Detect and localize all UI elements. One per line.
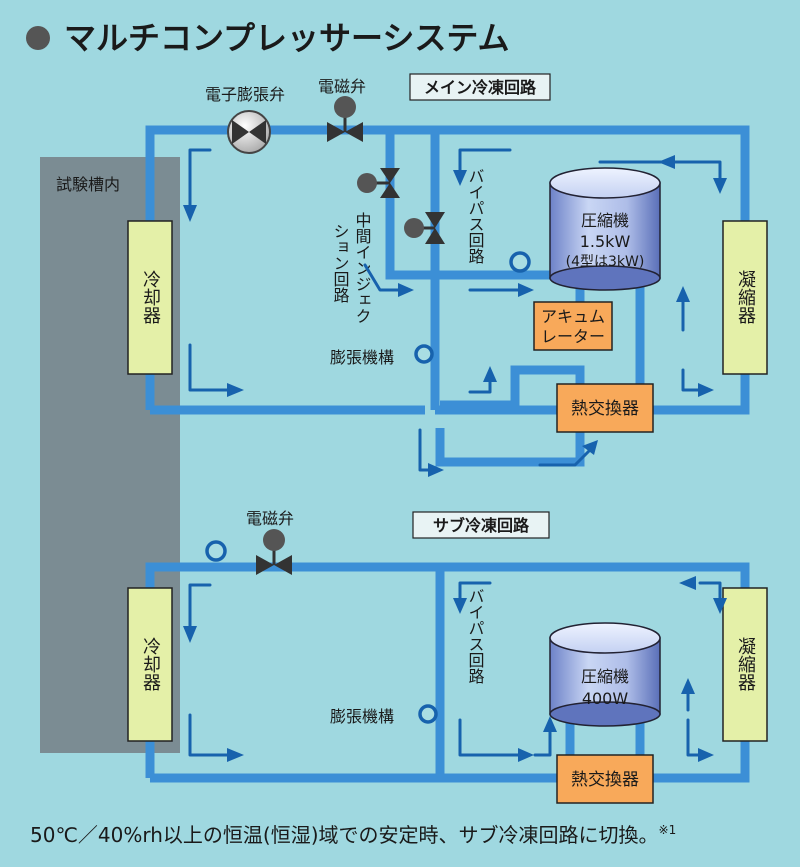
electronic-expansion-valve [227, 110, 271, 154]
main-heat-exchanger-label: 熱交換器 [571, 399, 639, 419]
sub-heading: サブ冷凍回路 [433, 516, 530, 535]
main-compressor-power: 1.5kW [580, 232, 631, 251]
accumulator-box [533, 301, 613, 351]
main-condenser [722, 220, 768, 375]
sub-heat-exchanger-label: 熱交換器 [571, 770, 639, 790]
main-cooler [127, 220, 173, 375]
accumulator-label: アキュムレーター [541, 307, 605, 346]
main-expansion-ring [414, 344, 434, 364]
footnote-mark: ※1 [659, 823, 677, 837]
sub-solenoid-label: 電磁弁 [246, 509, 294, 528]
sub-expansion-label: 膨張機構 [330, 707, 394, 726]
main-solenoid-label: 電磁弁 [318, 77, 366, 96]
sub-valve-ring [205, 540, 227, 562]
injection-label-1: 中間インジェク [353, 212, 372, 324]
sub-expansion-ring [418, 704, 438, 724]
main-expansion-label: 膨張機構 [330, 348, 394, 367]
main-compressor-note: (4型は3kW) [566, 254, 645, 270]
title-bullet-icon [26, 26, 50, 50]
sub-compressor-name: 圧縮機 [581, 667, 629, 686]
bypass-solenoid-valve [404, 212, 445, 244]
main-circuit: 冷却器 凝縮器 圧縮機 1.5kW (4型は3kW) アキュムレーター 熱交換器… [127, 73, 768, 477]
main-suction-ring [509, 251, 531, 273]
sub-condenser [722, 587, 768, 742]
sub-solenoid-valve [256, 529, 292, 575]
sub-compressor: 圧縮機 400W [549, 622, 661, 727]
sub-bypass-label: バイパス回路 [466, 588, 485, 684]
main-heading: メイン冷凍回路 [424, 78, 537, 97]
footnote-text: 50℃／40%rh以上の恒温(恒湿)域での安定時、サブ冷凍回路に切換。 [30, 823, 659, 847]
sub-heading-box [412, 511, 550, 539]
exchanger-in-pipe [440, 365, 585, 410]
main-compressor: 圧縮機 1.5kW (4型は3kW) [549, 167, 661, 291]
electronic-valve-label: 電子膨張弁 [205, 85, 285, 104]
chamber-label: 試験槽内 [56, 175, 120, 194]
main-condenser-label: 凝縮器 [735, 270, 756, 324]
footnote: 50℃／40%rh以上の恒温(恒湿)域での安定時、サブ冷凍回路に切換。※1 [30, 823, 676, 847]
sub-cooler-label: 冷却器 [140, 637, 161, 691]
exchanger-low-pipe [435, 428, 585, 467]
sub-circuit: 冷却器 凝縮器 圧縮機 400W 熱交換器 電磁弁 サブ冷凍回路 バイパス回路 [127, 509, 768, 804]
main-cooler-label: 冷却器 [140, 270, 161, 324]
sub-heat-exchanger [556, 754, 654, 804]
sub-cooler [127, 587, 173, 742]
main-compressor-name: 圧縮機 [581, 211, 629, 230]
main-heat-exchanger [556, 383, 654, 433]
main-flow-arrows [183, 148, 727, 477]
sub-condenser-label: 凝縮器 [735, 637, 756, 691]
main-bypass-label: バイパス回路 [466, 168, 485, 264]
sub-flow-arrows [183, 576, 727, 762]
sub-compressor-power: 400W [582, 689, 629, 708]
injection-label-2: ション回路 [331, 223, 350, 303]
main-heading-box [409, 73, 551, 101]
injection-solenoid-valve [357, 168, 400, 198]
page-title: マルチコンプレッサーシステム [64, 19, 509, 57]
main-solenoid-valve [327, 96, 363, 142]
